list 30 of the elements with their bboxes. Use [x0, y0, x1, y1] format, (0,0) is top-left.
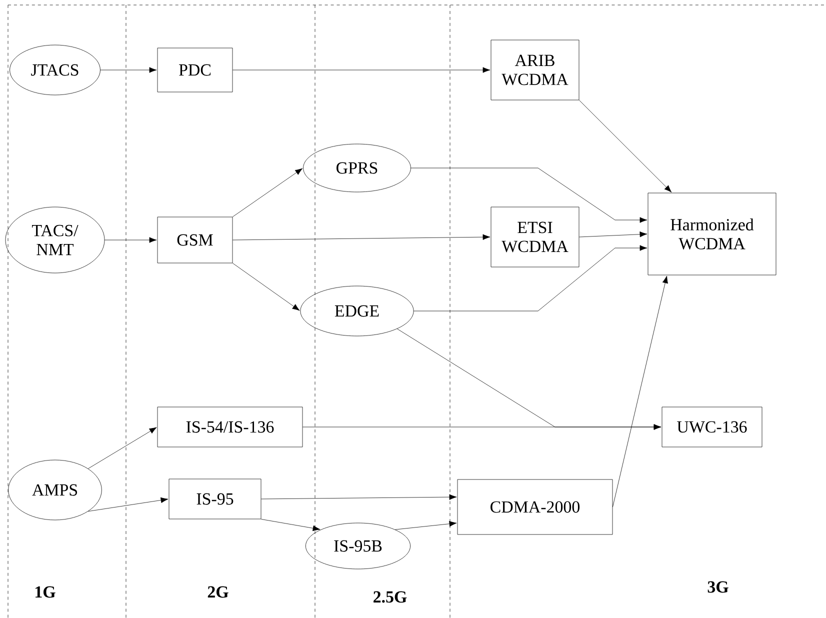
system-box: ETSI WCDMA [490, 206, 580, 268]
system-box: IS-95 [168, 478, 262, 520]
arrow [232, 263, 300, 311]
system-box: IS-54/IS-136 [157, 406, 303, 448]
arrow [579, 231, 648, 238]
generation-label: 2.5G [374, 591, 407, 603]
arrow [232, 67, 490, 73]
generation-label: 1G [36, 586, 56, 598]
arrow [261, 494, 457, 500]
arrow [410, 168, 648, 223]
arrow [579, 100, 672, 192]
system-box: PDC [157, 48, 233, 92]
arrow [104, 237, 157, 243]
system-box: Harmonized WCDMA [648, 192, 776, 276]
system-box: ARIB WCDMA [490, 40, 580, 100]
arrow [414, 245, 648, 312]
arrow [612, 276, 668, 508]
generation-label: 2G [208, 586, 228, 598]
system-box: GSM [157, 216, 233, 264]
arrow [232, 234, 490, 240]
arrow [88, 497, 168, 512]
arrow [232, 168, 303, 217]
generation-label: 3G [708, 581, 728, 593]
arrow [100, 67, 157, 73]
arrow [261, 519, 320, 532]
system-box: UWC-136 [662, 406, 762, 448]
arrow [88, 427, 157, 469]
system-box: CDMA-2000 [457, 479, 613, 535]
arrow [302, 424, 662, 430]
arrow [394, 520, 457, 530]
